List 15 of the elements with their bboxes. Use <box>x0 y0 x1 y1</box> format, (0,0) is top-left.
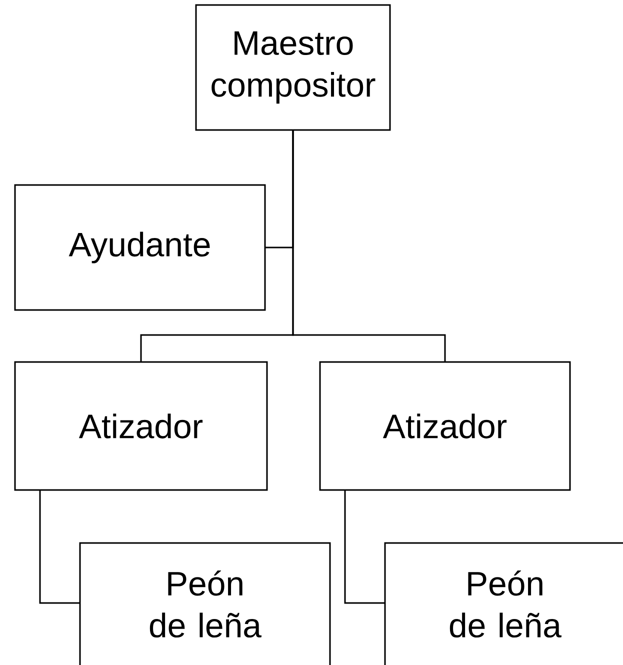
connector-line <box>292 130 446 362</box>
org-box <box>384 542 623 665</box>
box-label: Peón de leña <box>150 570 262 638</box>
org-box <box>79 542 331 665</box>
connector-line <box>39 490 80 604</box>
box-label: Peón de leña <box>450 570 562 638</box>
box-label: Ayudante <box>68 232 210 264</box>
org-box <box>14 184 266 311</box>
box-label: Atizador <box>78 414 203 438</box>
box-label: Atizador <box>382 414 507 438</box>
org-box <box>319 361 571 491</box>
org-box <box>14 361 268 491</box>
connector-line <box>344 490 385 604</box>
box-label: Maestro compositor <box>212 31 376 104</box>
org-box <box>195 4 391 131</box>
